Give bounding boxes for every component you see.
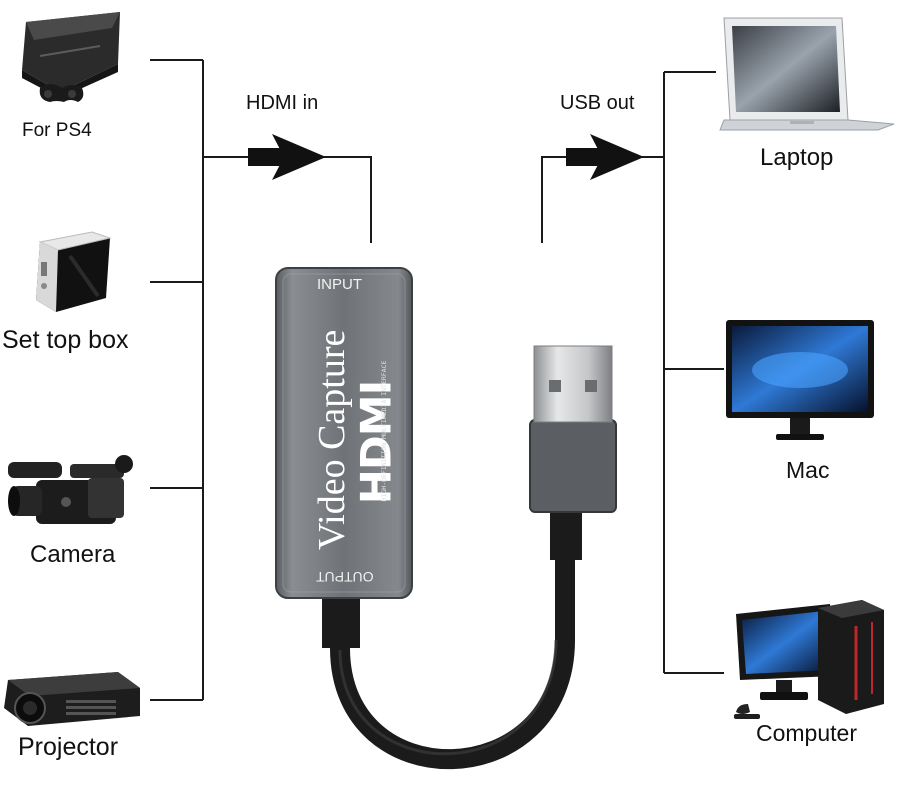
hdmi-logo: HDMI [351, 380, 401, 505]
mac-monitor-icon [726, 320, 874, 440]
computer-icon [734, 600, 884, 719]
hdmi-logo-subtitle: HIGH-DEFINITION MULTIMEDIA INTERFACE [380, 360, 388, 502]
laptop-label: Laptop [760, 144, 834, 171]
device-product-name: Video Capture [311, 329, 353, 550]
projector-label: Projector [18, 733, 119, 761]
hdmi-in-arrow [248, 134, 326, 180]
ps4-label: For PS4 [22, 120, 92, 141]
usb-out-label: USB out [560, 92, 635, 114]
capture-device [275, 267, 413, 648]
hdmi-in-label: HDMI in [246, 92, 319, 114]
camera-icon [8, 455, 133, 524]
camera-label: Camera [30, 541, 116, 568]
device-output-port-label: OUTPUT [316, 569, 374, 585]
output-connector-lines [541, 71, 724, 674]
input-connector-lines [150, 59, 372, 701]
projector-icon [4, 672, 140, 726]
laptop-icon [719, 17, 895, 131]
set-top-box-label: Set top box [2, 326, 129, 354]
ps4-console-icon [22, 12, 120, 102]
mac-label: Mac [786, 457, 830, 483]
device-input-port-label: INPUT [317, 276, 362, 293]
set-top-box-icon [36, 231, 112, 312]
usb-plug [529, 345, 617, 560]
computer-label: Computer [756, 720, 857, 746]
usb-out-arrow [566, 134, 644, 180]
